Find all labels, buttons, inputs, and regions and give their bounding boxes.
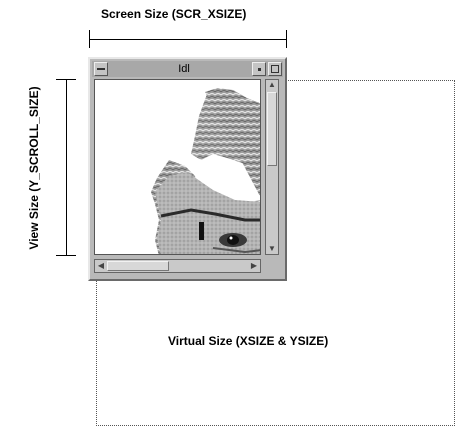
view-size-dimension-line bbox=[66, 79, 67, 256]
window-menu-icon[interactable] bbox=[94, 62, 108, 76]
screen-size-label: Screen Size (SCR_XSIZE) bbox=[101, 7, 247, 21]
scroll-down-arrow-icon[interactable]: ▼ bbox=[268, 244, 276, 253]
maximize-icon[interactable] bbox=[268, 62, 282, 76]
screen-size-tick-right bbox=[286, 30, 287, 48]
view-size-tick-bottom bbox=[56, 255, 76, 256]
view-size-tick-top bbox=[56, 79, 76, 80]
idl-window: Idl bbox=[88, 57, 287, 281]
screen-size-tick-left bbox=[89, 30, 90, 48]
virtual-size-label: Virtual Size (XSIZE & YSIZE) bbox=[168, 334, 329, 348]
view-size-label: View Size (Y_SCROLL_SIZE) bbox=[27, 86, 41, 250]
window-title: Idl bbox=[178, 63, 190, 75]
scroll-left-arrow-icon[interactable]: ◀ bbox=[97, 261, 105, 270]
scroll-up-arrow-icon[interactable]: ▲ bbox=[268, 80, 276, 89]
scroll-corner bbox=[265, 259, 279, 273]
scroll-right-arrow-icon[interactable]: ▶ bbox=[250, 261, 258, 270]
minimize-icon[interactable] bbox=[252, 62, 266, 76]
vertical-scrollbar[interactable]: ▲ ▼ bbox=[265, 79, 279, 255]
screen-size-dimension-line bbox=[89, 39, 287, 40]
image-view[interactable] bbox=[94, 79, 261, 255]
vertical-scroll-thumb[interactable] bbox=[267, 92, 277, 166]
title-bar[interactable]: Idl bbox=[92, 61, 283, 77]
portrait-image bbox=[151, 88, 260, 254]
horizontal-scroll-thumb[interactable] bbox=[107, 261, 169, 271]
horizontal-scrollbar[interactable]: ◀ ▶ bbox=[94, 259, 261, 273]
